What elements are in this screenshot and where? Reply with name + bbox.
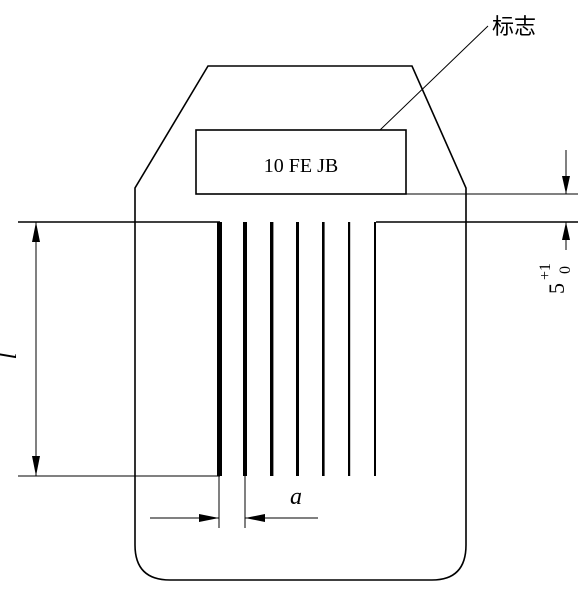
marking-leader-line [379,25,489,131]
dim-gap-arrow-top [562,176,570,194]
line-2 [243,222,247,476]
dim-gap-label: 5 +1 0 [537,263,574,294]
marking-text: 10 FE JB [264,155,338,177]
dim-gap-upper: +1 [537,263,554,280]
dim-l-arrow-bottom [32,456,40,476]
line-3 [270,222,274,476]
marking-box [195,129,407,195]
line-5 [322,222,325,476]
dim-l-label: l [0,352,22,359]
line-4 [296,222,299,476]
line-7 [374,222,376,476]
line-1 [217,222,222,476]
marking-label: 标志 [492,15,536,40]
dim-gap-arrow-bottom [562,222,570,240]
plate-outline [134,65,467,581]
dim-a-label: a [290,484,302,510]
line-6 [348,222,351,476]
dim-gap-lower: 0 [557,266,574,274]
dim-a-arrow-right [245,514,265,522]
dim-gap-base: 5 [544,283,569,294]
dim-a-arrow-left [199,514,219,522]
dim-l-arrow-top [32,222,40,242]
